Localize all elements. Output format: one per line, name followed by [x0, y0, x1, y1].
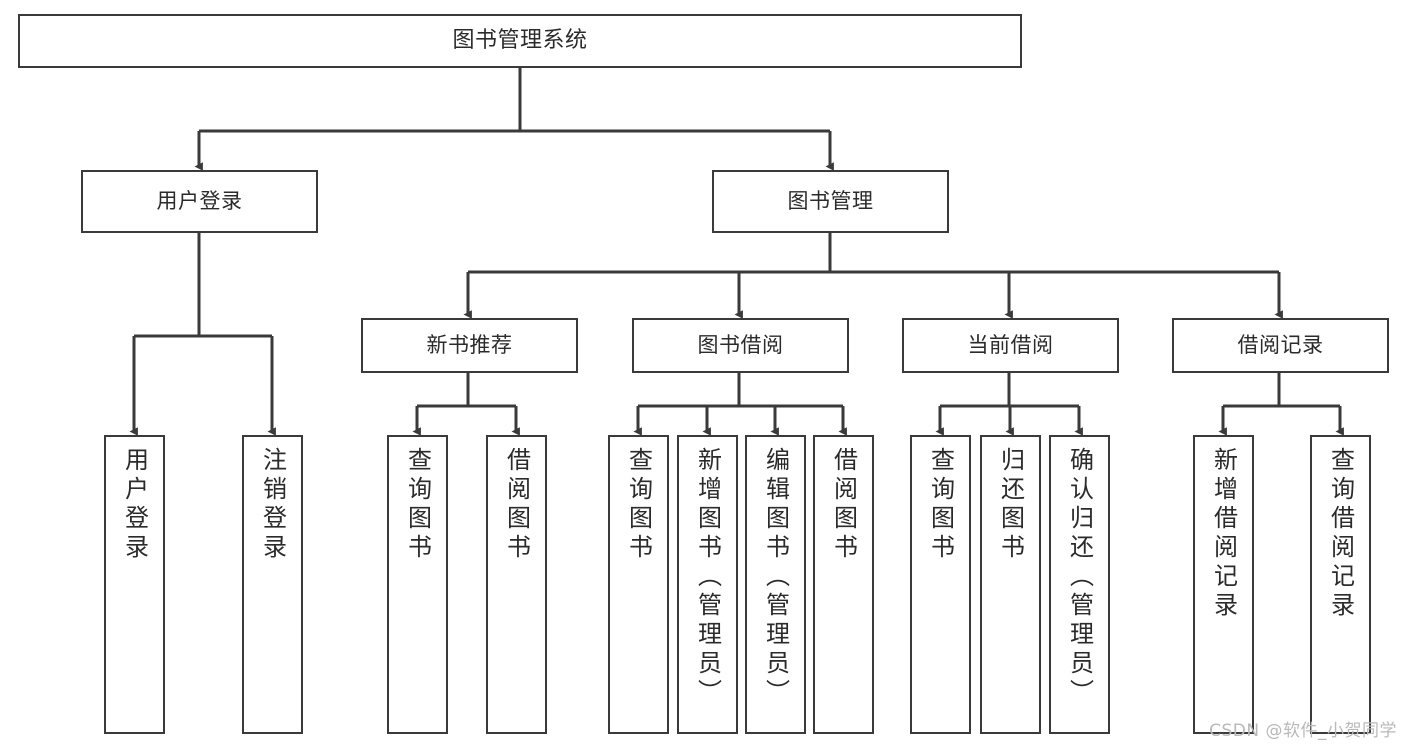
node-leaf-logout-label: 注销登录 [258, 447, 287, 563]
node-leaf-user-login[interactable]: 用户登录 [104, 435, 165, 734]
node-leaf-edit-book[interactable]: 编辑图书（管理员） [745, 435, 806, 734]
node-leaf-return-book[interactable]: 归还图书 [980, 435, 1041, 734]
node-leaf-query-record-label: 查询借阅记录 [1326, 447, 1355, 621]
node-new-book-rec-label: 新书推荐 [426, 333, 513, 358]
node-leaf-query-record[interactable]: 查询借阅记录 [1310, 435, 1371, 734]
node-user-login[interactable]: 用户登录 [81, 170, 318, 233]
node-book-borrow[interactable]: 图书借阅 [632, 318, 849, 373]
node-leaf-borrow-book-b[interactable]: 借阅图书 [813, 435, 874, 734]
node-leaf-borrow-book-a-label: 借阅图书 [502, 447, 531, 563]
node-current-borrow-label: 当前借阅 [967, 333, 1054, 358]
node-borrow-record-label: 借阅记录 [1237, 333, 1324, 358]
node-leaf-query-book-b[interactable]: 查询图书 [608, 435, 669, 734]
node-leaf-logout[interactable]: 注销登录 [242, 435, 303, 734]
node-current-borrow[interactable]: 当前借阅 [902, 318, 1119, 373]
node-leaf-add-book-label: 新增图书（管理员） [693, 447, 722, 708]
node-leaf-query-book-a-label: 查询图书 [403, 447, 432, 563]
node-root-label: 图书管理系统 [452, 28, 588, 54]
node-leaf-add-record-label: 新增借阅记录 [1209, 447, 1238, 621]
node-leaf-edit-book-label: 编辑图书（管理员） [761, 447, 790, 708]
node-book-mgmt-label: 图书管理 [787, 189, 874, 214]
node-leaf-user-login-label: 用户登录 [120, 447, 149, 563]
watermark: CSDN @软件_小贺同学 [1209, 721, 1397, 741]
node-leaf-add-record[interactable]: 新增借阅记录 [1193, 435, 1254, 734]
node-user-login-label: 用户登录 [156, 189, 243, 214]
node-borrow-record[interactable]: 借阅记录 [1172, 318, 1389, 373]
node-leaf-query-book-c-label: 查询图书 [926, 447, 955, 563]
node-root[interactable]: 图书管理系统 [18, 14, 1022, 68]
node-leaf-query-book-b-label: 查询图书 [624, 447, 653, 563]
node-leaf-borrow-book-b-label: 借阅图书 [829, 447, 858, 563]
node-leaf-borrow-book-a[interactable]: 借阅图书 [486, 435, 547, 734]
node-leaf-confirm-return[interactable]: 确认归还（管理员） [1049, 435, 1110, 734]
node-leaf-confirm-return-label: 确认归还（管理员） [1065, 447, 1094, 708]
node-book-borrow-label: 图书借阅 [697, 333, 784, 358]
node-leaf-query-book-a[interactable]: 查询图书 [387, 435, 448, 734]
node-leaf-add-book[interactable]: 新增图书（管理员） [677, 435, 738, 734]
node-leaf-query-book-c[interactable]: 查询图书 [910, 435, 971, 734]
node-book-mgmt[interactable]: 图书管理 [712, 170, 949, 233]
node-new-book-rec[interactable]: 新书推荐 [361, 318, 578, 373]
node-leaf-return-book-label: 归还图书 [996, 447, 1025, 563]
